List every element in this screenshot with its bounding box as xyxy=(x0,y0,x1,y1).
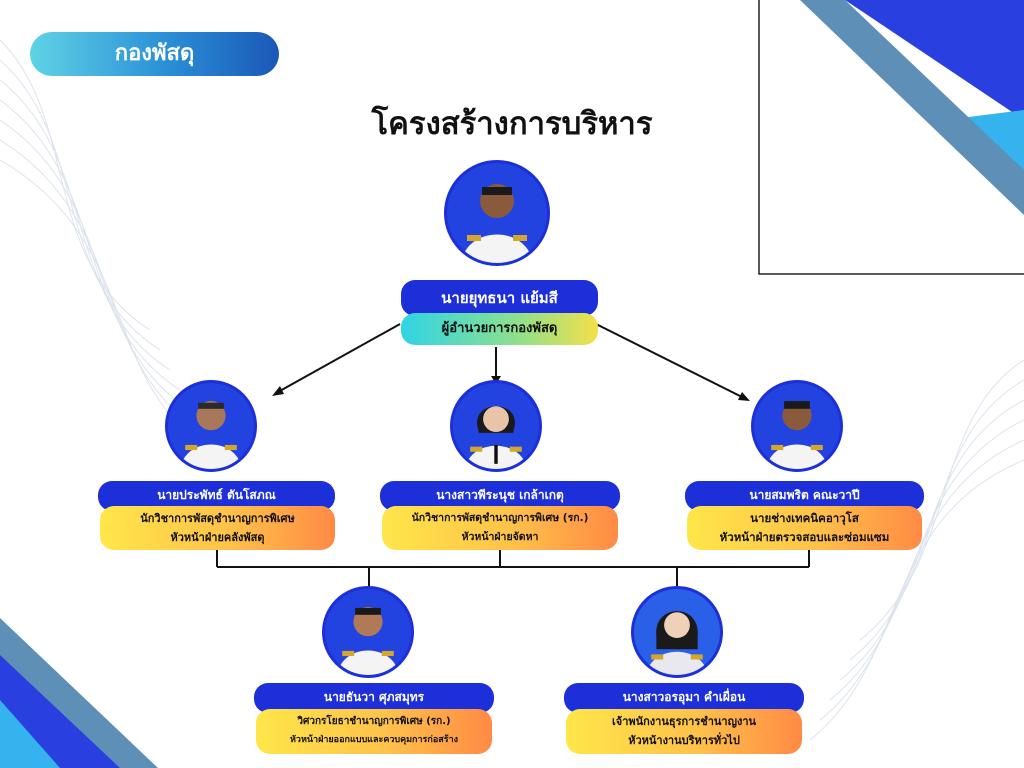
staff-photo xyxy=(751,380,843,472)
staff-photo xyxy=(165,380,257,472)
staff-name: นายธันวา ศุภสมุทร xyxy=(254,683,494,713)
staff-role: เจ้าพนักงานธุรการชำนาญงานหัวหน้างานบริหา… xyxy=(566,709,802,754)
page-title: โครงสร้างการบริหาร xyxy=(371,106,653,142)
staff-photo xyxy=(631,586,723,678)
staff-role: นักวิชาการพัสดุชำนาญการพิเศษหัวหน้าฝ่ายค… xyxy=(100,506,335,550)
staff-role: นายช่างเทคนิคอาวุโสหัวหน้าฝ่ายตรวจสอบและ… xyxy=(687,506,922,550)
department-tag: กองพัสดุ xyxy=(30,32,279,76)
director-photo xyxy=(444,160,550,266)
director-name: นายยุทธนา แย้มสี xyxy=(401,280,598,316)
director-role: ผู้อำนวยการกองพัสดุ xyxy=(401,313,598,345)
staff-photo xyxy=(322,586,414,678)
staff-photo xyxy=(450,380,542,472)
staff-role: วิศวกรโยธาชำนาญการพิเศษ (รก.)หัวหน้าฝ่าย… xyxy=(256,709,492,754)
staff-role: นักวิชาการพัสดุชำนาญการพิเศษ (รก.)หัวหน้… xyxy=(382,506,618,550)
staff-name: นางสาวอรอุมา คำเผื่อน xyxy=(564,683,804,713)
